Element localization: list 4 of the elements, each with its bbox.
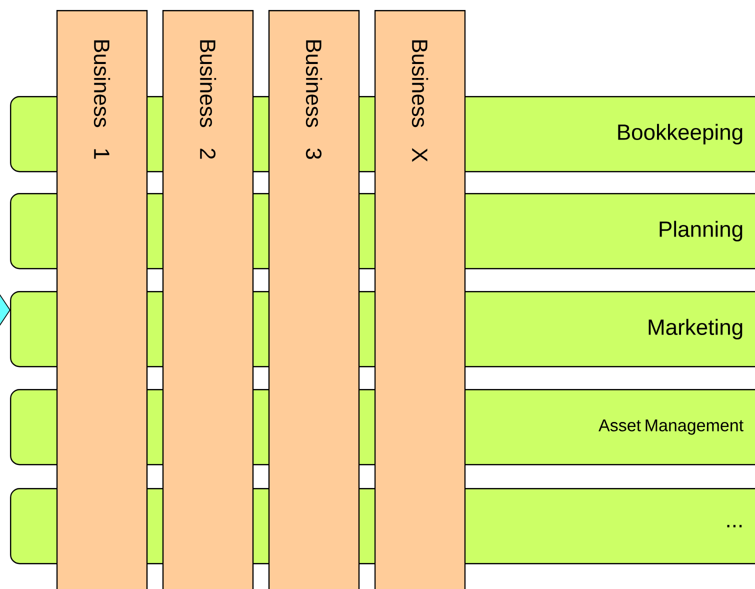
column-band: Business 2 xyxy=(162,10,254,589)
column-band: Business X xyxy=(374,10,466,589)
column-band: Business 3 xyxy=(268,10,360,589)
column-band: Business 1 xyxy=(56,10,148,589)
